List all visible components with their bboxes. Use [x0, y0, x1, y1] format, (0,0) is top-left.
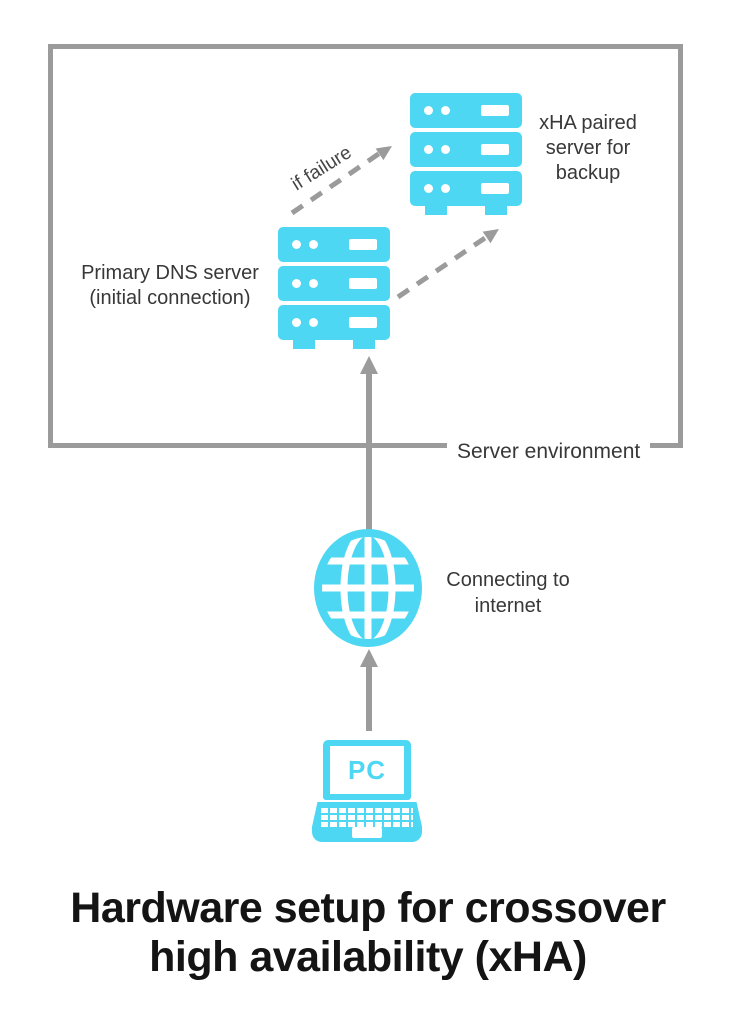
server-unit — [410, 93, 522, 128]
pc-to-internet-arrow-icon — [360, 649, 378, 731]
server-led-dot — [424, 106, 433, 115]
laptop-screen: PC — [323, 740, 411, 800]
server-led-dot — [441, 106, 450, 115]
page-title: Hardware setup for crossover high availa… — [0, 884, 736, 982]
failover-dashed-arrow-icon — [290, 146, 392, 216]
laptop-icon: PC — [312, 740, 422, 842]
server-led-dot — [441, 184, 450, 193]
server-led-dot — [292, 279, 301, 288]
internet-to-server-arrow-icon — [360, 356, 378, 530]
pc-label: PC — [347, 754, 387, 785]
server-unit — [278, 266, 390, 301]
server-led-dot — [309, 240, 318, 249]
server-foot — [425, 206, 447, 215]
server-vent-slot — [481, 183, 509, 194]
server-led-dot — [292, 240, 301, 249]
server-led-dot — [424, 145, 433, 154]
page-title-line1: Hardware setup for crossover — [70, 884, 666, 932]
server-led-dot — [292, 318, 301, 327]
laptop-trackpad — [352, 827, 382, 838]
server-environment-label: Server environment — [447, 438, 651, 466]
crossover-dashed-arrow-icon — [396, 229, 499, 300]
backup-server-stack-icon — [410, 93, 522, 215]
server-foot — [353, 340, 375, 349]
primary-server-stack-icon — [278, 227, 390, 349]
globe-icon — [314, 529, 422, 647]
server-vent-slot — [349, 239, 377, 250]
backup-server-label: xHA paired server for backup — [539, 112, 637, 184]
server-unit — [410, 132, 522, 167]
server-vent-slot — [349, 278, 377, 289]
server-environment-box — [48, 44, 683, 448]
server-vent-slot — [481, 105, 509, 116]
server-unit — [278, 227, 390, 262]
laptop-keyboard — [321, 806, 413, 827]
server-unit — [410, 171, 522, 206]
server-led-dot — [309, 279, 318, 288]
server-unit — [278, 305, 390, 340]
laptop-base — [312, 802, 422, 842]
server-foot — [293, 340, 315, 349]
internet-label: Connecting to internet — [446, 569, 570, 617]
primary-server-label: Primary DNS server (initial connection) — [81, 262, 259, 309]
server-led-dot — [441, 145, 450, 154]
server-foot — [485, 206, 507, 215]
page-title-line2: high availability (xHA) — [149, 933, 587, 981]
server-led-dot — [309, 318, 318, 327]
server-led-dot — [424, 184, 433, 193]
server-vent-slot — [481, 144, 509, 155]
server-vent-slot — [349, 317, 377, 328]
